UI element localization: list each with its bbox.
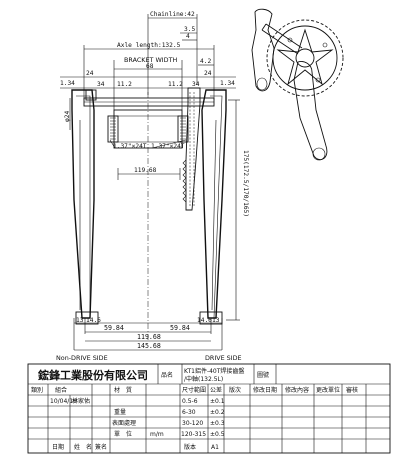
- thread-left: 1.37"×24T: [113, 143, 147, 150]
- chainring-outer: [266, 19, 344, 97]
- dim-14-6-left: 14.6: [86, 317, 101, 324]
- company-name: 鋐鋒工業股份有限公司: [38, 368, 148, 382]
- left-crank-bolt: [85, 89, 97, 101]
- spider-bolt-2: [322, 42, 328, 48]
- dim-phi24: φ24: [64, 111, 71, 122]
- axle-length-label: Axle length:132.5: [117, 42, 181, 49]
- dim-119-68-top: 119.68: [134, 167, 157, 174]
- sign-label: 簽名: [95, 443, 107, 451]
- drawer-value: 林家佑: [72, 397, 90, 405]
- tolerance-label: 公差: [210, 386, 222, 394]
- material-label: 材 質: [114, 386, 132, 394]
- bracket-width-value: 68: [146, 63, 154, 70]
- right-crank-arm: [201, 89, 227, 319]
- tol-range-4: 120-315: [181, 431, 206, 438]
- dim-119-68-bottom: 119.68: [137, 333, 161, 341]
- tol-value-2: ±0.2: [210, 409, 225, 416]
- rev-unit-label: 更改單位: [316, 386, 340, 394]
- bottom-dimensions: 13 14.6 14.6 13 59.84 59.84 119.68 145.6…: [56, 317, 242, 362]
- bb-shell: [113, 109, 183, 149]
- rev-content-label: 修改內容: [285, 386, 309, 394]
- tol-value-1: ±0.1: [210, 398, 225, 405]
- bb-cup-right: [177, 115, 189, 143]
- dim-34-left: 34: [97, 81, 105, 88]
- surface-label: 表面處理: [112, 419, 136, 427]
- category-label: 類別: [31, 386, 43, 394]
- left-crank-arm: [71, 89, 95, 319]
- non-drive-side-label: Non-DRIVE SIDE: [56, 354, 108, 362]
- dim-11-2-left: 11.2: [117, 81, 132, 88]
- right-crank-arm-isometric: [293, 61, 328, 160]
- front-elevation-view: φ24 1.37"×24T 1.37"×24T 175(172.5/170/16…: [64, 87, 249, 340]
- tol-range-3: 30-120: [182, 420, 203, 427]
- rev-check-label: 審核: [346, 386, 358, 394]
- dim-13-left: 13: [76, 317, 84, 324]
- part-name-value: KT1鋁件-40T焊接齒盤: [184, 367, 244, 375]
- date-value: 10/04/16: [50, 398, 77, 405]
- left-pedal-boss: [75, 311, 99, 325]
- crankset-isometric-view: [251, 8, 344, 161]
- unit-label: 單 位: [114, 430, 132, 438]
- bracket-width-label: BRACKET WIDTH: [124, 56, 177, 64]
- title-block: 鋐鋒工業股份有限公司 品名 KT1鋁件-40T焊接齒盤 /中軸(132.5L) …: [27, 363, 391, 454]
- weight-label: 重量: [114, 408, 126, 416]
- dim-24-left: 24: [86, 70, 94, 77]
- spider-bolt-1: [287, 37, 293, 43]
- dim-11-2-right: 11.2: [168, 81, 183, 88]
- tol-value-3: ±0.3: [210, 420, 225, 427]
- left-crank-arm-isometric: [251, 8, 275, 92]
- spider-bolt-3: [315, 77, 321, 83]
- tol-range-1: 0.5-6: [182, 398, 198, 405]
- top-dimensions: Chainline:42 3.5 4 Axle length:132.5 BRA…: [60, 11, 236, 110]
- name-label: 姓 名: [74, 443, 92, 451]
- dim-4-2: 4.2: [200, 58, 211, 65]
- date-label: 日期: [52, 443, 64, 451]
- part-name-value-2: /中軸(132.5L): [184, 375, 223, 383]
- dim-34-right: 34: [192, 81, 200, 88]
- chainline-label: Chainline:42: [150, 11, 195, 18]
- rev-label: 版次: [229, 386, 241, 394]
- dim-1-34-right: 1.34: [220, 80, 235, 87]
- tol-value-4: ±0.5: [210, 431, 225, 438]
- drive-side-label: DRIVE SIDE: [205, 354, 242, 362]
- dim-59-84-left: 59.84: [104, 324, 124, 332]
- sheet-value: A1: [211, 444, 219, 451]
- unit-value: m/m: [150, 431, 164, 438]
- dim-24-right: 24: [204, 70, 212, 77]
- thread-right: 1.37"×24T: [151, 143, 185, 150]
- tol-range-2: 6-30: [182, 409, 196, 416]
- dim-14-6-right: 14.6: [197, 317, 212, 324]
- right-crank-pedal-eye: [312, 147, 326, 161]
- spider-arms: [276, 28, 334, 86]
- bb-cup-left: [107, 115, 119, 143]
- axle-isometric: [261, 23, 303, 55]
- dim-59-84-right: 59.84: [170, 324, 190, 332]
- drawing-no-label: 圖號: [257, 371, 269, 379]
- size-range-label: 尺寸範圍: [182, 386, 206, 394]
- dim-3-5: 3.5: [184, 26, 195, 33]
- dim-1-34-left: 1.34: [60, 80, 75, 87]
- part-name-label: 品名: [161, 371, 173, 379]
- dim-175: 175(172.5/170/165): [242, 150, 249, 217]
- dim-13-right: 13: [212, 317, 220, 324]
- left-crank-pedal-eye: [256, 77, 268, 91]
- sheet-label: 版本: [184, 443, 196, 451]
- chainring-side: [185, 87, 201, 211]
- dim-145-68: 145.68: [137, 342, 161, 350]
- rev-date-label: 修改日期: [253, 386, 277, 394]
- dim-4: 4: [186, 33, 190, 40]
- spider-hub: [295, 48, 315, 68]
- category-value: 組合: [55, 386, 67, 394]
